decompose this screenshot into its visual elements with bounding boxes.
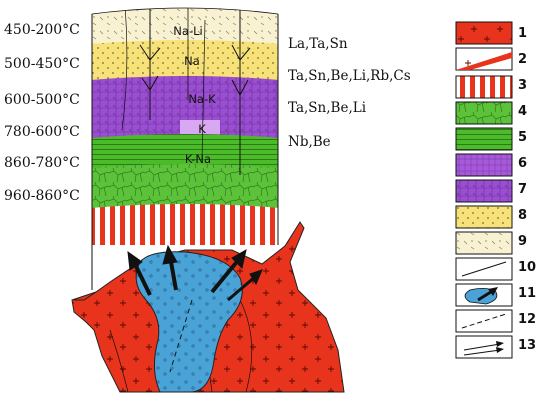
zone-label-k: K: [198, 122, 206, 136]
legend-number-5: 5: [518, 130, 528, 145]
zone-striped: [92, 204, 278, 245]
zone-green-cracked: [92, 164, 278, 210]
flow-arrows: [127, 244, 263, 302]
legend-number-4: 4: [518, 104, 528, 119]
legend-number-11: 11: [518, 286, 537, 301]
legend-number-6: 6: [518, 156, 528, 171]
element-label-2: Ta,Sn,Be,Li,Rb,Cs: [288, 68, 411, 84]
legend-number-3: 3: [518, 78, 528, 93]
legend-number-8: 8: [518, 208, 528, 223]
temperature-label-3: 600-500°C: [4, 92, 80, 108]
element-label-1: La,Ta,Sn: [288, 36, 348, 52]
element-label-3: Ta,Sn,Be,Li: [288, 100, 367, 116]
zone-label-na: Na: [184, 54, 200, 68]
zone-label-na-k: Na-K: [188, 92, 216, 106]
zone-na: [92, 40, 278, 82]
element-label-4: Nb,Be: [288, 134, 331, 150]
temperature-label-5: 860-780°C: [4, 155, 80, 171]
legend-number-10: 10: [518, 260, 537, 275]
legend-number-7: 7: [518, 182, 528, 197]
legend-number-2: 2: [518, 52, 528, 67]
zone-column: [92, 8, 278, 245]
legend-number-9: 9: [518, 234, 528, 249]
legend: [455, 21, 513, 359]
temperature-label-6: 960-860°C: [4, 188, 80, 204]
temperature-label-2: 500-450°C: [4, 56, 80, 72]
temperature-label-4: 780-600°C: [4, 124, 80, 140]
zone-k-na: [92, 134, 278, 170]
legend-number-13: 13: [518, 338, 537, 353]
zone-label-na-li: Na-Li: [173, 24, 203, 38]
legend-number-1: 1: [518, 26, 528, 41]
zone-label-k-na: K-Na: [184, 152, 212, 166]
zone-na-k: [92, 76, 278, 140]
temperature-label-1: 450-200°C: [4, 22, 80, 38]
legend-number-12: 12: [518, 312, 537, 327]
